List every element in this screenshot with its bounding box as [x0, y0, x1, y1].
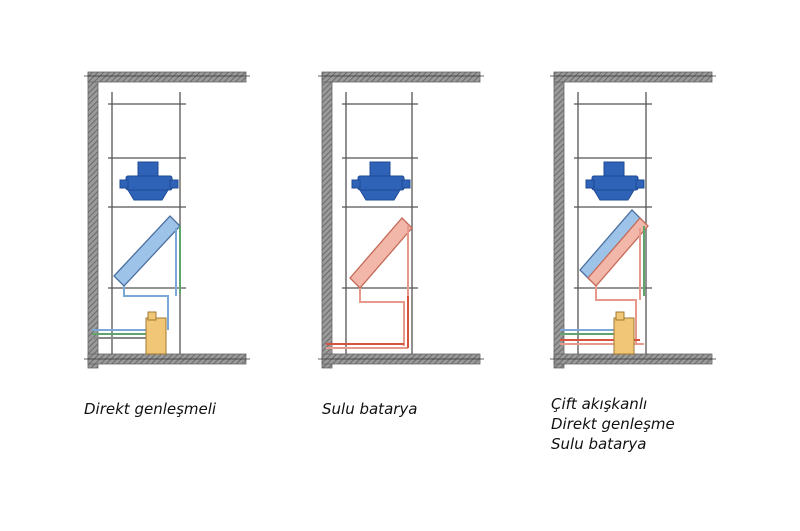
panel-direct-expansion: [84, 71, 250, 369]
wall-left: [553, 72, 565, 369]
fan-unit: [119, 161, 179, 201]
caption-water-coil: Sulu batarya: [322, 399, 418, 419]
compressor-tank: [613, 317, 635, 355]
slab-top: [553, 71, 713, 83]
caption-direct-expansion: Direkt genleşmeli: [84, 399, 216, 419]
shaft-frame: [108, 92, 186, 354]
panel-dual-fluid: [550, 71, 716, 369]
caption-line: Sulu batarya: [322, 400, 418, 418]
compressor-tank: [145, 317, 167, 355]
wall-left: [87, 72, 99, 369]
coil-water: [349, 217, 413, 289]
caption-dual-fluid: Çift akışkanlı Direkt genleşme Sulu bata…: [551, 394, 675, 454]
caption-line: Direkt genleşme: [551, 415, 675, 433]
wall-left: [321, 72, 333, 369]
shaft-frame: [574, 92, 652, 354]
caption-line: Direkt genleşmeli: [84, 400, 217, 418]
caption-line: Çift akışkanlı: [551, 395, 648, 413]
coil-dual: [579, 209, 649, 287]
pipes-water: [326, 226, 409, 349]
slab-top: [321, 71, 481, 83]
pipes-direct: [92, 226, 181, 339]
shaft-frame: [342, 92, 418, 354]
slab-top: [87, 71, 247, 83]
fan-unit: [585, 161, 645, 201]
caption-line: Sulu batarya: [551, 435, 647, 453]
panel-water-coil: [318, 71, 484, 369]
coil-direct: [113, 215, 181, 287]
fan-unit: [351, 161, 411, 201]
